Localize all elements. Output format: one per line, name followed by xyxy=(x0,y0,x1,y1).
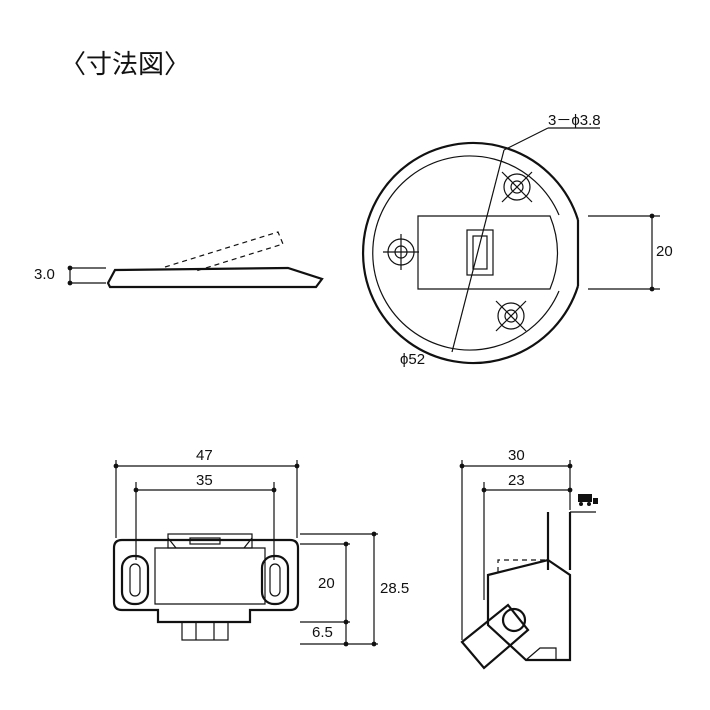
top-height-label: 20 xyxy=(656,243,673,260)
bottom-height-label: 6.5 xyxy=(312,624,333,641)
screw-hole-bottom xyxy=(495,300,527,332)
side-view-open-position xyxy=(164,231,284,272)
depth-inner-label: 23 xyxy=(508,472,525,489)
width-inner-label: 35 xyxy=(196,472,213,489)
profile-body xyxy=(486,558,572,662)
total-height-label: 28.5 xyxy=(380,580,409,597)
screw-hole-left xyxy=(383,234,419,270)
slot-height-label: 20 xyxy=(318,575,335,592)
side-view: 3.0 xyxy=(34,231,324,289)
diameter-label: ϕ52 xyxy=(400,351,425,368)
thickness-label: 3.0 xyxy=(34,266,55,283)
page-title: 〈寸法図〉 xyxy=(60,50,191,80)
slot-hole-left xyxy=(120,554,150,606)
wall-thickness-symbol xyxy=(578,494,598,506)
top-view: 3－ϕ3.8 20 ϕ52 xyxy=(361,112,673,368)
outer-round-plate xyxy=(361,141,580,365)
depth-outer-label: 30 xyxy=(508,447,525,464)
latch-body xyxy=(417,215,559,290)
screw-hole-top xyxy=(501,171,533,203)
side-view-plate xyxy=(106,266,324,289)
latch-slot xyxy=(466,229,494,276)
slot-hole-right xyxy=(260,554,290,606)
width-outer-label: 47 xyxy=(196,447,213,464)
profile-view: 30 23 xyxy=(459,447,598,670)
hole-callout-label: 3－ϕ3.8 xyxy=(548,112,601,129)
profile-lever xyxy=(460,603,530,670)
inner-plate-rim xyxy=(372,155,560,351)
front-view: 47 35 20 6.5 28.5 xyxy=(112,447,409,647)
